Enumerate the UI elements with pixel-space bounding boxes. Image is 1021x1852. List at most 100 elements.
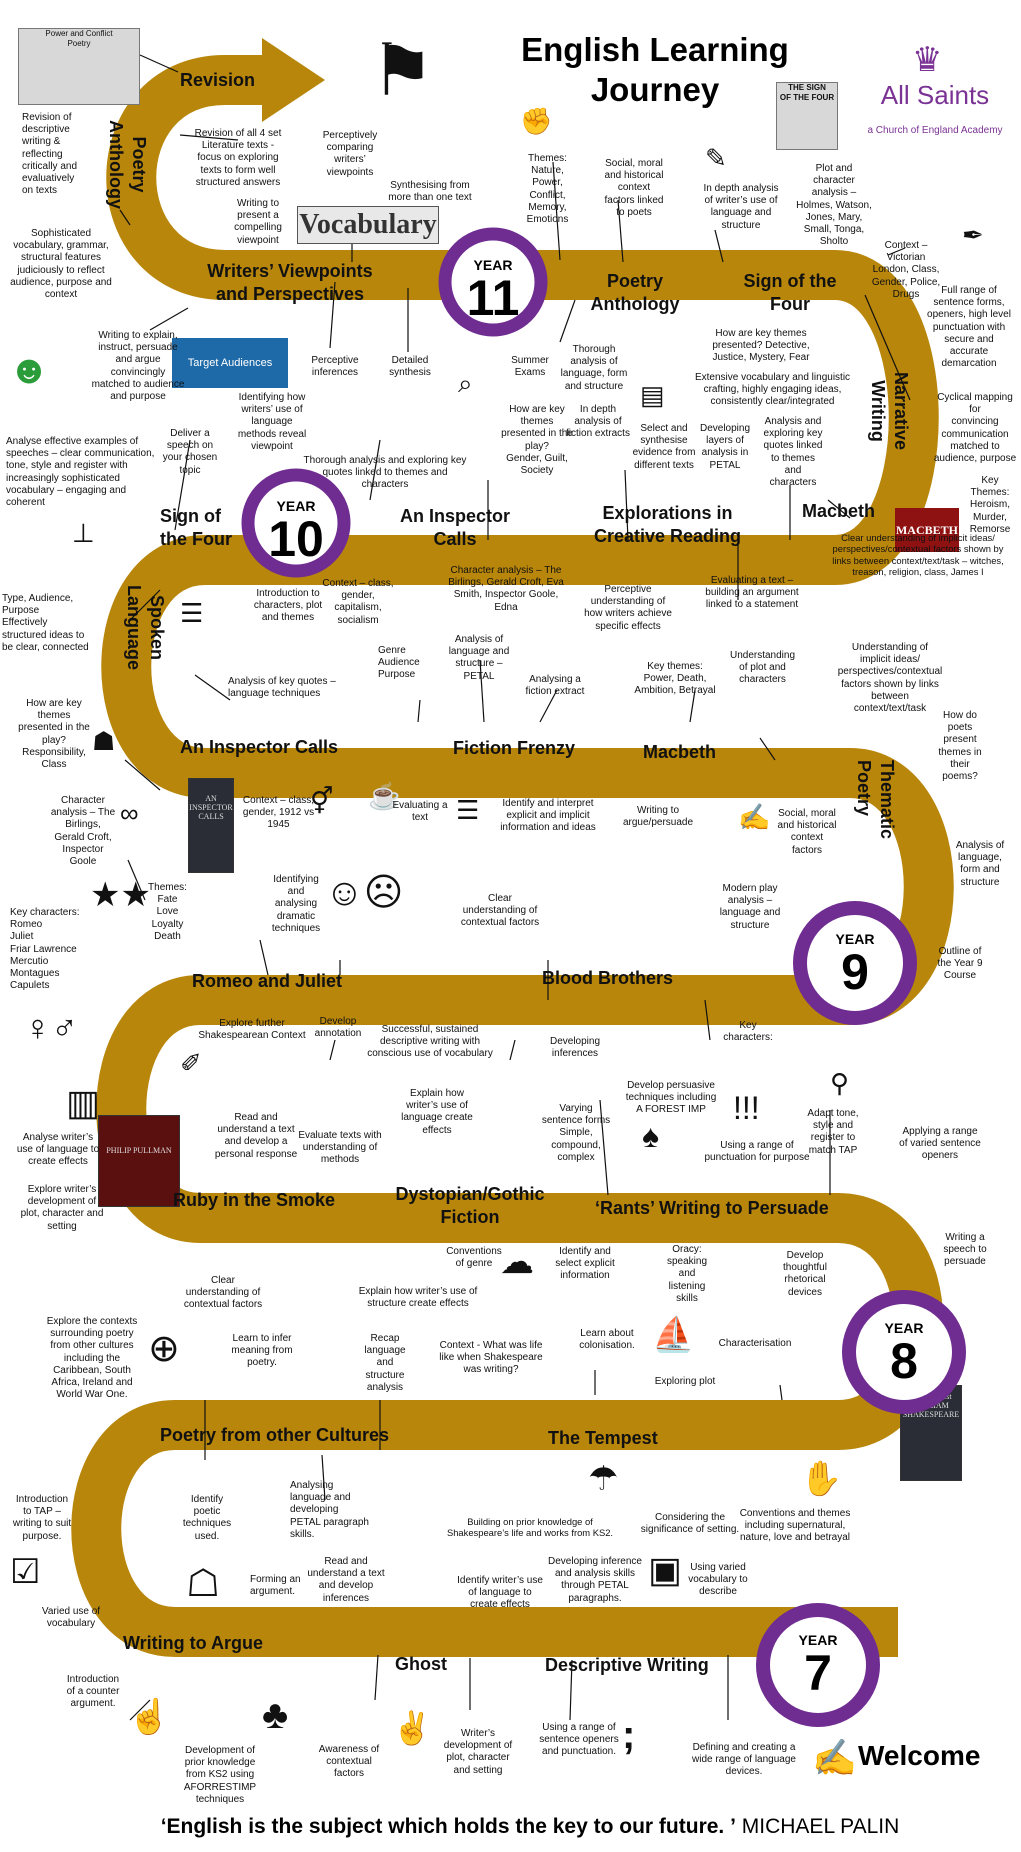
note: How are key themes presented? Detective,… (712, 328, 810, 364)
inspector-calls-cover: AN INSPECTOR CALLS (188, 778, 234, 873)
note: Perceptive understanding of how writers … (584, 584, 672, 632)
note: Evaluate texts with understanding of met… (298, 1130, 382, 1166)
semicolon-icon: ; (622, 1713, 636, 1757)
note: Perceptive inferences (311, 355, 359, 379)
note: Analysing a fiction extract (525, 674, 585, 698)
year-11-number: 11 (466, 270, 520, 326)
note: Oracy: speaking and listening skills (666, 1244, 708, 1304)
note: Detailed synthesis (389, 355, 431, 379)
crown-icon: ♛ (912, 41, 943, 79)
handshake-icon: ✋ (800, 1460, 843, 1498)
note: Character analysis – The Birlings, Geral… (50, 795, 116, 867)
note: Analysis of key quotes – language techni… (228, 676, 336, 700)
thumbs-icon: ☝ (128, 1698, 171, 1736)
note: How are key themes presented in the play… (18, 698, 90, 770)
globe-icon: ⊕ (148, 1328, 180, 1370)
note: How do poets present themes in their poe… (938, 710, 982, 782)
gender-icon: ⚥ (310, 786, 334, 816)
conversation-icon: ☰ (180, 598, 204, 628)
unit-inspector-calls-y9: An Inspector Calls (180, 737, 339, 757)
note: Key Themes: Heroism, Murder, Remorse (969, 475, 1011, 535)
note: Explore writer’s development of plot, ch… (20, 1184, 104, 1232)
note: Develop annotation (314, 1016, 362, 1040)
school-motto: a Church of England Academy (867, 125, 1003, 136)
year-9-number: 9 (841, 944, 869, 1000)
note: Considering the significance of setting. (640, 1512, 740, 1536)
note: Key themes: Power, Death, Ambition, Betr… (634, 661, 716, 697)
unit-thematic-poetry: Thematic Poetry (854, 760, 898, 840)
year-9-label: YEAR (835, 931, 875, 947)
year-11-badge: YEAR 11 (451, 257, 535, 323)
note: Applying a range of varied sentence open… (899, 1126, 981, 1162)
note: Context – class, gender, 1912 vs 1945 (242, 795, 315, 831)
note: Writing to present a compelling viewpoin… (234, 198, 282, 246)
unit-fiction-frenzy: Fiction Frenzy (453, 738, 576, 758)
note: Conventions of genre (446, 1246, 502, 1270)
note: Read and understand a text and develop a… (214, 1112, 298, 1160)
note: Select and synthesise evidence from diff… (632, 423, 696, 471)
note: Perceptively comparing writers’ viewpoin… (322, 130, 378, 178)
note: Read and understand a text and develop i… (307, 1556, 385, 1604)
note: Context – Victorian London, Class, Gende… (871, 240, 941, 300)
footer-quote: ‘English is the subject which holds the … (105, 1815, 955, 1839)
note: Clear understanding of contextual factor… (460, 893, 540, 929)
year-8-label: YEAR (884, 1320, 924, 1336)
note: Sophisticated vocabulary, grammar, struc… (10, 228, 112, 300)
note: Clear understanding of implicit ideas/ p… (832, 532, 1004, 578)
note: Full range of sentence forms, openers, h… (927, 285, 1011, 370)
note: Type, Audience, Purpose Effectively stru… (2, 593, 89, 653)
couple-icon: ♀♂ (24, 1007, 78, 1048)
unit-revision: Revision (180, 70, 256, 90)
unit-ruby: Ruby in the Smoke (173, 1190, 336, 1210)
note: Modern play analysis – language and stru… (719, 883, 781, 931)
note: Develop thoughtful rhetorical devices (783, 1250, 827, 1298)
year-11-label: YEAR (473, 257, 513, 273)
note: Identifying and analysing dramatic techn… (271, 874, 321, 934)
note: Develop persuasive techniques including … (625, 1080, 717, 1116)
unit-macbeth-y10: Macbeth (802, 501, 876, 521)
notepad-icon: ✍ (738, 802, 771, 832)
teacher-icon: ☖ (186, 1563, 221, 1605)
page-title: English Learning Journey (521, 31, 789, 108)
note: Context – class, gender, capitalism, soc… (322, 578, 394, 626)
note: Writer’s development of plot, character … (443, 1728, 513, 1776)
unit-dystopian: Dystopian/Gothic Fiction (395, 1184, 545, 1227)
exclamation-icon: !!! (733, 1090, 760, 1126)
note: Thorough analysis of language, form and … (560, 344, 628, 392)
unit-narrative-writing: Narrative Writing (868, 372, 912, 451)
macbeth-cover: MACBETH (895, 508, 959, 552)
note: Analyse writer’s use of language to crea… (16, 1132, 100, 1168)
island-icon: ☂ (588, 1460, 619, 1498)
year-8-number: 8 (890, 1333, 918, 1389)
theatre-masks-icon: ☺☹ (325, 872, 404, 914)
note: Varying sentence forms Simple, compound,… (541, 1103, 611, 1163)
list-icon: ☰ (456, 795, 480, 825)
note: Deliver a speech on your chosen topic (162, 428, 218, 476)
power-conflict-poetry-cover: Power and Conflict Poetry (18, 28, 140, 105)
note: Writing to explain, instruct, persuade a… (91, 330, 185, 402)
note: Extensive vocabulary and linguistic craf… (694, 372, 851, 408)
hands-icon: ✌ (392, 1710, 432, 1746)
pen-icon: ✎ (705, 143, 727, 173)
note: Explain how writer’s use of structure cr… (358, 1286, 478, 1310)
ghost-icon: ☁ (500, 1243, 534, 1281)
note: Understanding of plot and characters (729, 650, 796, 686)
ruby-cover: PHILIP PULLMAN (98, 1115, 180, 1207)
year-7-label: YEAR (798, 1632, 838, 1648)
note: Awareness of contextual factors (318, 1744, 380, 1780)
unit-rants: ‘Rants’ Writing to Persuade (595, 1198, 829, 1218)
unit-sign-of-four-y10: Sign of the Four (160, 506, 232, 549)
note: Explore the contexts surrounding poetry … (46, 1316, 138, 1401)
road-arrowhead (262, 38, 325, 122)
vocabulary-image: Vocabulary (297, 206, 439, 244)
speech-heads-icon: ☻ (8, 348, 51, 392)
year-7-badge: YEAR 7 (776, 1632, 860, 1698)
note: In depth analysis of fiction extracts (566, 404, 630, 440)
note: Introduction of a counter argument. (66, 1674, 120, 1710)
note: Varied use of vocabulary (41, 1606, 101, 1630)
unit-poetry-anthology-y11: Poetry Anthology (590, 271, 680, 314)
note: How are key themes presented in the play… (501, 404, 573, 476)
note: Plot and character analysis – Holmes, Wa… (796, 163, 872, 248)
note: Analysis and exploring key quotes linked… (763, 416, 823, 488)
